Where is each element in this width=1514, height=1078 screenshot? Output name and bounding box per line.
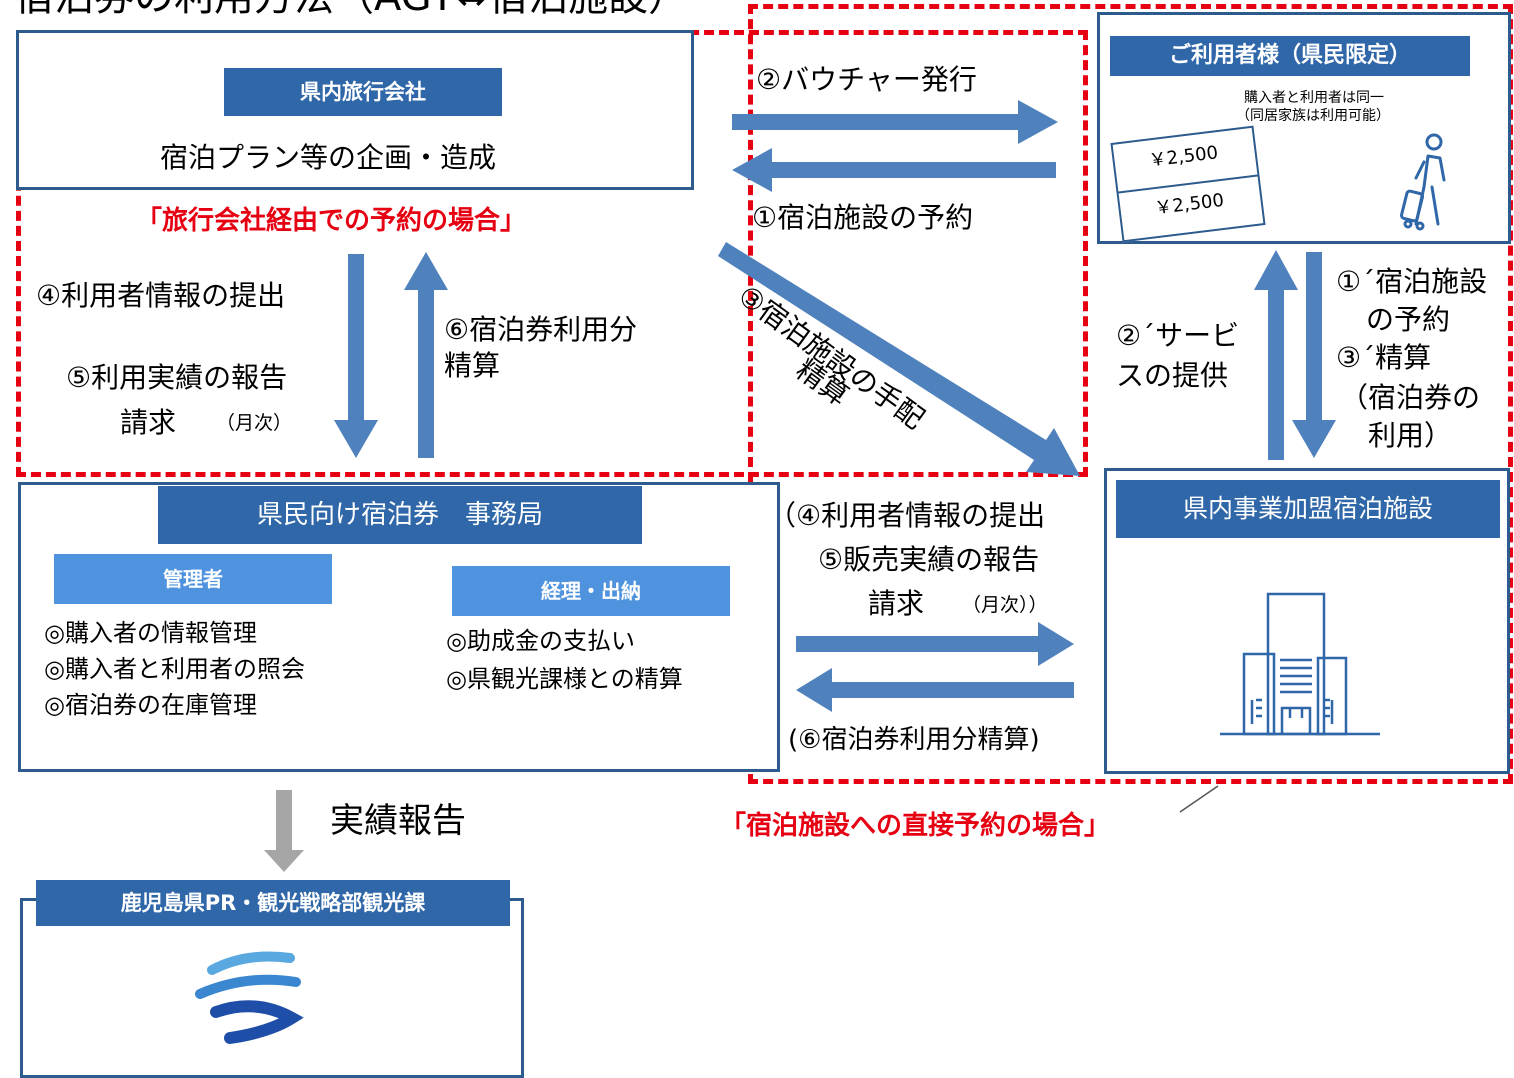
arrow-agency-up (404, 252, 448, 458)
admin-item: ◎購入者の情報管理 (44, 619, 257, 647)
agency-user-info-label: ④利用者情報の提出 (36, 279, 286, 312)
travel-agency-desc: 宿泊プラン等の企画・造成 (160, 141, 497, 174)
hotel-bill-label: 請求 (868, 587, 925, 620)
hotel-monthly-label: （月次）） (962, 594, 1048, 616)
hotel-settle-label: (⑥宿泊券利用分精算) (788, 725, 1040, 755)
via-agency-label: 「旅行会社経由での予約の場合」 (136, 206, 527, 236)
arrow-user-down (1292, 252, 1336, 458)
page-title: 宿泊券の利用方法（AGT⇔宿泊施設） (14, 0, 688, 22)
arrow-voucher-issue (732, 100, 1058, 144)
user-settle-label-2: （宿泊券の (1340, 381, 1481, 414)
arrow-arrange (718, 242, 1080, 476)
traveler-with-suitcase-icon (1399, 133, 1446, 231)
travel-agency-header: 県内旅行会社 (224, 68, 502, 116)
hotel-report-label: ⑤販売実績の報告 (818, 543, 1040, 576)
direct-booking-label: 「宿泊施設への直接予約の場合」 (720, 811, 1111, 841)
prefecture-header: 鹿児島県PR・観光戦略部観光課 (36, 880, 510, 926)
accounting-header: 経理・出納 (452, 566, 730, 616)
agency-bill-label: 請求 (120, 406, 177, 439)
kagoshima-logo-icon (195, 951, 304, 1044)
hotel-header: 県内事業加盟宿泊施設 (1116, 480, 1500, 538)
agency-settle-label-2: 精算 (444, 349, 501, 382)
user-reserve-label-1: ①´宿泊施設 (1336, 265, 1488, 298)
voucher-issue-label: ②バウチャー発行 (756, 63, 977, 96)
admin-item: ◎宿泊券の在庫管理 (44, 691, 257, 719)
reserve-label: ①宿泊施設の予約 (752, 201, 974, 234)
direct-booking-region (748, 4, 1513, 784)
agency-report-label: ⑤利用実績の報告 (66, 361, 288, 394)
user-note-1: 購入者と利用者は同一 (1244, 90, 1384, 106)
user-note-2: （同居家族は利用可能） (1236, 108, 1390, 124)
arrow-service-up (1254, 250, 1298, 460)
direct-label-callout (1179, 785, 1219, 813)
arrow-agency-down (334, 254, 378, 458)
admin-item: ◎購入者と利用者の照会 (44, 655, 305, 683)
user-settle-label-3: 利用） (1368, 419, 1453, 452)
accounting-item: ◎県観光課様との精算 (446, 665, 683, 693)
user-header: ご利用者様（県民限定） (1110, 36, 1470, 76)
accounting-item: ◎助成金の支払い (446, 627, 635, 655)
user-reserve-label-2: の予約 (1366, 303, 1451, 336)
agency-settle-label: ⑥宿泊券利用分 (444, 313, 638, 346)
building-icon (1220, 592, 1380, 736)
admin-header: 管理者 (54, 554, 332, 604)
hotel-user-info-label: （④利用者情報の提出 (768, 499, 1046, 532)
service-label-2: スの提供 (1116, 359, 1229, 392)
office-header: 県民向け宿泊券 事務局 (158, 486, 642, 544)
arrow-results-report (264, 790, 304, 872)
arrow-reserve (732, 148, 1056, 192)
user-settle-label-1: ③´精算 (1336, 341, 1432, 374)
results-report-label: 実績報告 (330, 801, 466, 841)
agency-monthly-label: （月次） (216, 412, 293, 434)
arrow-hotel-left (796, 668, 1074, 712)
arrow-hotel-right (796, 622, 1074, 666)
service-label-1: ②´サービ (1116, 319, 1240, 352)
